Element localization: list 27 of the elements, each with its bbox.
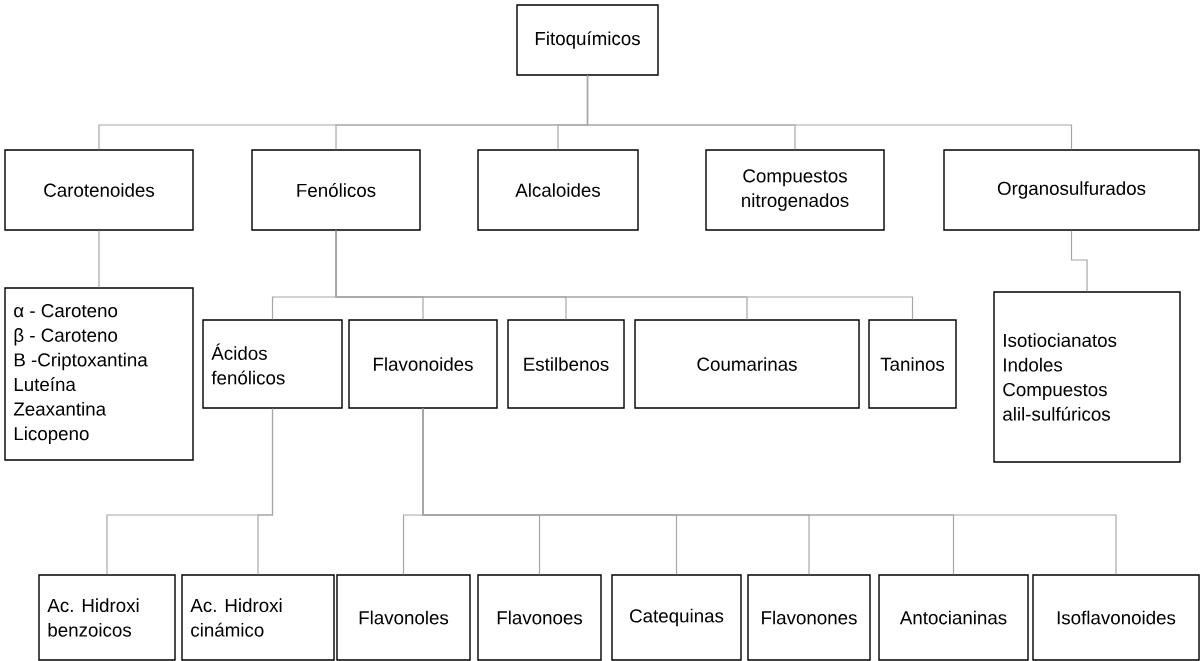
category-box: Isoflavonoides (1032, 574, 1200, 661)
connector-line (422, 408, 1117, 575)
category-box: Flavonoides (348, 319, 498, 409)
category-box: Flavonoes (477, 574, 602, 661)
connector-line (586, 75, 1073, 150)
category-box: Coumarinas (634, 319, 860, 409)
category-box: Catequinas (611, 574, 742, 661)
category-box: Carotenoides (4, 149, 194, 231)
list-box: Isotiocianatos Indoles Compuestos alil-sulfúricos (993, 291, 1181, 463)
list-box: α - Caroteno β - Caroteno B -Criptoxantina Luteína Zeaxantina Licopeno (4, 287, 194, 461)
category-box: Ac. Hidroxi cinámico (181, 574, 335, 661)
connector-line (1070, 230, 1088, 292)
category-box: Alcaloides (477, 149, 639, 231)
category-box: Estilbenos (507, 319, 625, 409)
category-box: Flavonones (747, 574, 871, 661)
connector-line (257, 408, 274, 575)
connector-line (335, 230, 914, 320)
category-box: Organosulfurados (943, 149, 1200, 231)
category-box: Flavonoles (336, 574, 471, 661)
category-box: Ac. Hidroxi benzoicos (38, 574, 176, 661)
category-box: Ácidos fenólicos (202, 319, 343, 409)
category-box: Taninos (868, 319, 957, 409)
category-box: Compuestos nitrogenados (705, 149, 885, 231)
category-box: Antocianinas (878, 574, 1029, 661)
connector-line (98, 230, 100, 288)
category-box: Fitoquímicos (516, 4, 659, 76)
category-box: Fenólicos (251, 149, 421, 231)
